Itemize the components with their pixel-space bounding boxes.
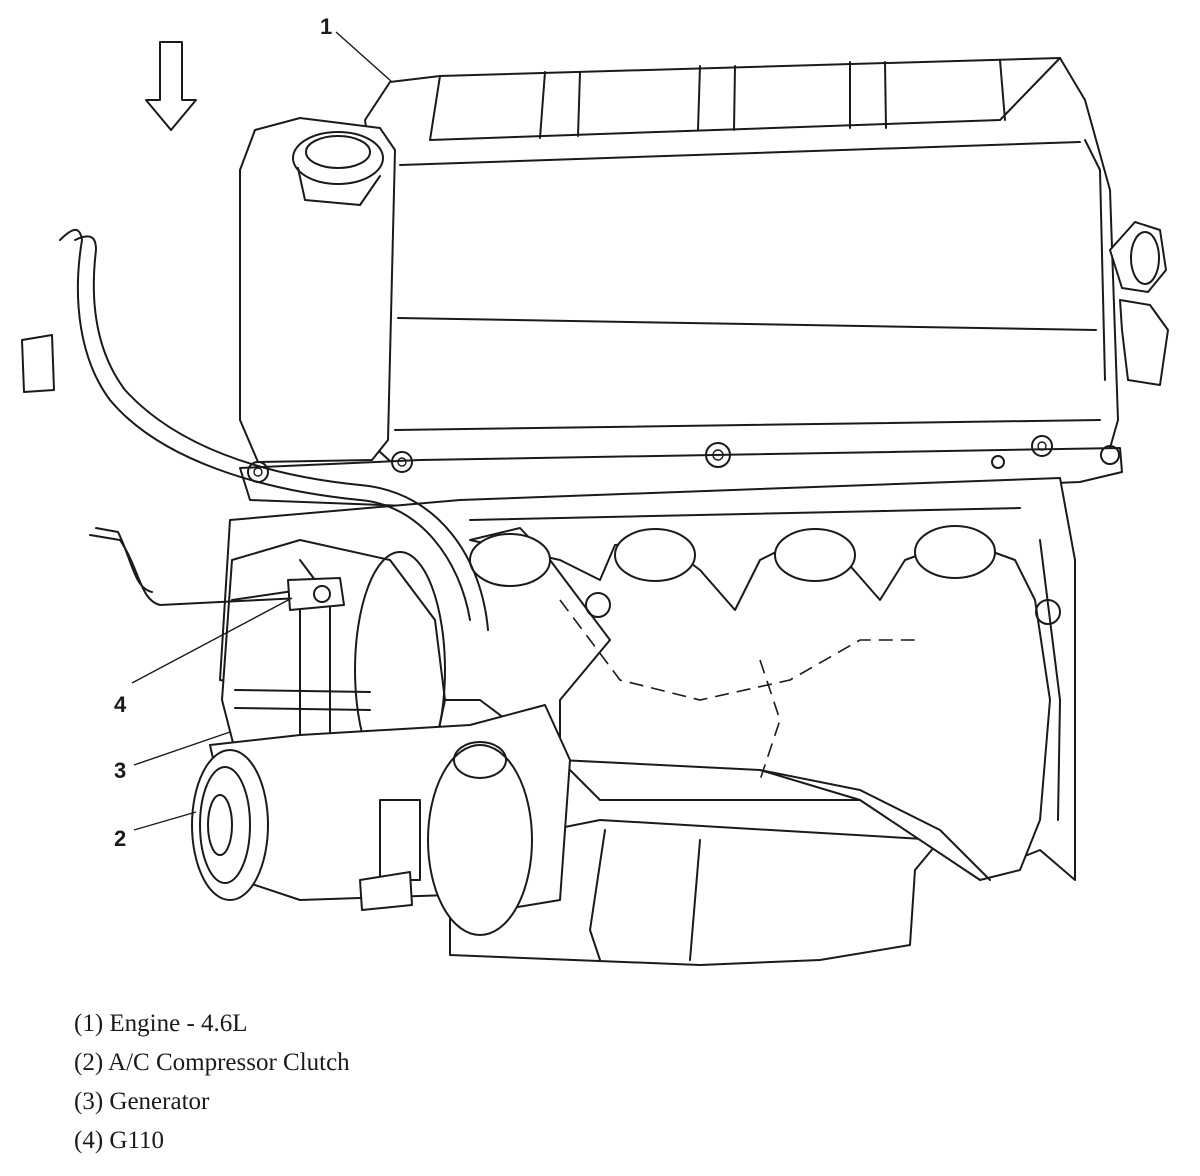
engine-diagram: 1 2 3 4 (21, 14, 1169, 966)
callout-2: 2 (114, 826, 126, 851)
idler-pulley (1109, 221, 1169, 386)
ac-compressor (191, 704, 571, 936)
legend-item-ac-compressor-clutch: (2) A/C Compressor Clutch (74, 1049, 350, 1076)
legend: (1) Engine - 4.6L (2) A/C Compressor Clu… (74, 1004, 674, 1160)
callout-leaders (131, 31, 393, 831)
callout-3: 3 (114, 758, 126, 783)
coolant-reservoir (239, 117, 396, 463)
legend-item-engine: (1) Engine - 4.6L (74, 1010, 248, 1037)
direction-arrow-icon (145, 41, 197, 131)
callout-4: 4 (114, 692, 127, 717)
callout-1: 1 (320, 14, 332, 39)
oil-pan (449, 819, 941, 966)
legend-item-generator: (3) Generator (74, 1088, 210, 1115)
intake-manifold-cover (364, 57, 1119, 471)
cylinder-head-flange (239, 435, 1123, 538)
legend-item-g110: (4) G110 (74, 1127, 165, 1154)
wiring-harness (21, 228, 489, 631)
exhaust-manifold (469, 525, 1061, 881)
